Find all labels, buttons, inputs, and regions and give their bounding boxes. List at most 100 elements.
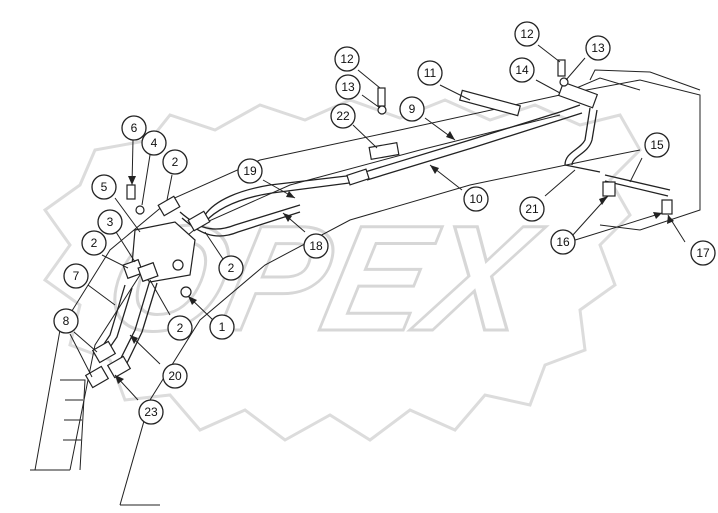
washer-4 bbox=[135, 205, 145, 215]
leader-15 bbox=[629, 157, 643, 183]
callout-circle-20 bbox=[162, 363, 188, 389]
leader-2d bbox=[149, 279, 171, 316]
fitting-2-lower bbox=[122, 258, 144, 280]
tube-19-lower bbox=[204, 181, 358, 223]
callout-circle-17 bbox=[690, 240, 716, 266]
arrowheads bbox=[115, 131, 674, 384]
callout-circle-2b bbox=[218, 255, 244, 281]
callout-label-13b: 13 bbox=[591, 41, 605, 55]
callout-circle-21 bbox=[519, 196, 545, 222]
callout-circle-12b bbox=[514, 21, 540, 47]
callouts bbox=[53, 21, 716, 425]
callout-circle-9 bbox=[399, 96, 425, 122]
leader-21 bbox=[544, 169, 576, 197]
watermark-gear bbox=[42, 98, 642, 442]
elbow-8-upper bbox=[91, 340, 117, 364]
callout-label-21: 21 bbox=[525, 202, 539, 216]
arrow-20 bbox=[130, 335, 138, 344]
leader-7 bbox=[87, 284, 116, 306]
arrow-16b bbox=[653, 212, 662, 219]
callout-label-20: 20 bbox=[168, 369, 182, 383]
leader-2a bbox=[166, 174, 173, 201]
callout-label-16: 16 bbox=[556, 235, 570, 249]
frame-upper-edge bbox=[34, 77, 641, 471]
callout-circle-3 bbox=[97, 209, 123, 235]
callout-label-12b: 12 bbox=[520, 27, 534, 41]
leader-2c bbox=[101, 254, 129, 269]
callout-label-7: 7 bbox=[73, 269, 80, 283]
tube-20-inner bbox=[126, 282, 158, 364]
callout-circle-14 bbox=[509, 57, 535, 83]
frame-body-step bbox=[589, 69, 701, 91]
fitting-2-mid bbox=[137, 261, 159, 283]
arrow-16a bbox=[599, 196, 608, 205]
leader-8a bbox=[73, 331, 98, 353]
tube-15-upper bbox=[604, 174, 671, 191]
arrow-9 bbox=[446, 131, 455, 140]
fitting-2-right bbox=[187, 210, 211, 232]
hydraulic-tubes bbox=[99, 104, 671, 364]
arrow-1 bbox=[188, 296, 197, 305]
bolt-6 bbox=[126, 184, 136, 200]
block-port bbox=[172, 259, 184, 271]
callout-label-18: 18 bbox=[309, 239, 323, 253]
callout-circle-2c bbox=[81, 230, 107, 256]
elbow-23 bbox=[106, 355, 132, 379]
elbow-8-lower bbox=[84, 365, 110, 389]
fitting-14 bbox=[557, 81, 599, 109]
callout-label-5: 5 bbox=[101, 180, 108, 194]
leader-13a bbox=[361, 94, 381, 109]
callout-circle-22 bbox=[330, 103, 356, 129]
leader-8b bbox=[69, 333, 93, 378]
leader-11 bbox=[439, 84, 471, 101]
frame-floor-line bbox=[30, 469, 160, 506]
callout-label-4: 4 bbox=[151, 136, 158, 150]
callout-circle-1 bbox=[209, 314, 235, 340]
callout-label-14: 14 bbox=[515, 63, 529, 77]
tube-19-upper bbox=[204, 174, 356, 216]
callout-circle-8 bbox=[53, 308, 79, 334]
leader-14 bbox=[535, 79, 561, 94]
callout-circle-12a bbox=[334, 46, 360, 72]
callout-label-1: 1 bbox=[219, 320, 226, 334]
callout-circle-19 bbox=[237, 158, 263, 184]
callout-label-2c: 2 bbox=[91, 236, 98, 250]
fitting-16-left bbox=[602, 181, 616, 197]
arrow-6 bbox=[128, 176, 136, 185]
callout-circle-23 bbox=[138, 399, 164, 425]
callout-label-2b: 2 bbox=[228, 261, 235, 275]
arrow-23 bbox=[115, 375, 124, 384]
callout-circle-6 bbox=[121, 115, 147, 141]
callout-label-13a: 13 bbox=[341, 80, 355, 94]
callout-circle-11 bbox=[417, 60, 443, 86]
frame-body-right bbox=[559, 79, 701, 231]
callout-label-12a: 12 bbox=[340, 52, 354, 66]
leader-2b bbox=[204, 231, 226, 263]
callout-label-8: 8 bbox=[63, 314, 70, 328]
fitting-16-right bbox=[661, 199, 673, 215]
callout-label-6: 6 bbox=[131, 121, 138, 135]
leader-12b bbox=[537, 44, 561, 63]
callout-label-23: 23 bbox=[144, 405, 158, 419]
callout-circle-2a bbox=[162, 149, 188, 175]
leader-3 bbox=[115, 231, 136, 263]
tube-21-lower bbox=[571, 109, 598, 166]
callout-circle-7 bbox=[63, 263, 89, 289]
clamp-22 bbox=[368, 141, 400, 161]
union-9-10 bbox=[346, 168, 370, 186]
frame-rail bbox=[60, 379, 86, 471]
arrow-18 bbox=[283, 213, 292, 222]
tube-9-upper bbox=[364, 104, 581, 173]
arrow-10 bbox=[430, 165, 439, 174]
callout-circle-10 bbox=[463, 186, 489, 212]
callout-circle-13b bbox=[585, 35, 611, 61]
leader-22 bbox=[352, 124, 378, 149]
fitting-2-upper bbox=[157, 195, 181, 217]
bolt-12-right bbox=[557, 59, 566, 77]
callout-label-15: 15 bbox=[650, 138, 664, 152]
leader-12a bbox=[357, 69, 381, 89]
callout-circle-16 bbox=[550, 229, 576, 255]
leader-4 bbox=[141, 154, 151, 206]
leader-16b bbox=[571, 212, 663, 242]
